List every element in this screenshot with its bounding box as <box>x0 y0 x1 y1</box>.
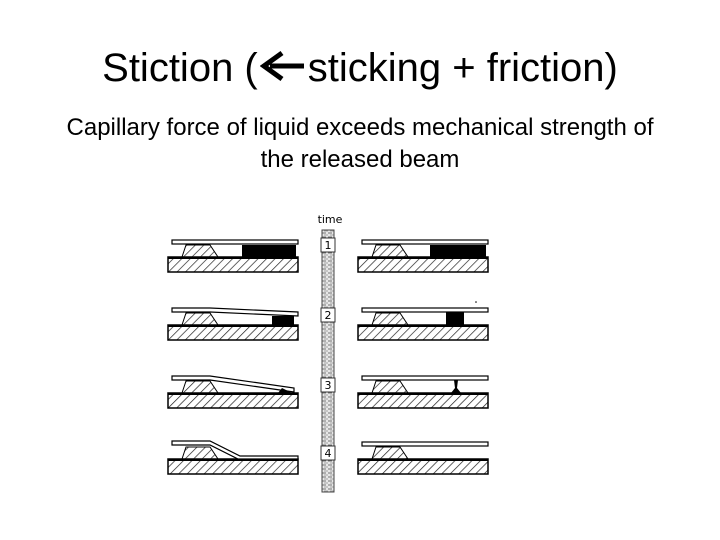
title-suffix: sticking + friction) <box>307 46 618 90</box>
left-stage-3 <box>167 375 299 409</box>
left-stage-1 <box>167 239 299 273</box>
slide-subtitle: Capillary force of liquid exceeds mechan… <box>66 114 654 173</box>
time-step-4: 4 <box>320 445 336 461</box>
svg-text:1: 1 <box>325 239 332 252</box>
time-axis-label: time <box>317 213 343 226</box>
right-stage-2 <box>357 301 489 341</box>
right-stage-1 <box>357 239 489 273</box>
svg-text:2: 2 <box>325 309 332 322</box>
time-step-3: 3 <box>320 377 336 393</box>
time-ruler <box>321 229 335 493</box>
left-stage-4 <box>167 440 299 475</box>
left-stage-2 <box>167 307 299 341</box>
right-stage-3 <box>357 375 489 409</box>
time-step-2: 2 <box>320 307 336 323</box>
svg-text:4: 4 <box>325 447 332 460</box>
right-stage-4 <box>357 441 489 475</box>
time-step-1: 1 <box>320 237 336 253</box>
stiction-sequence-figure: 1 2 3 4 <box>167 229 489 493</box>
stiction-diagram: time 1 2 3 4 <box>160 212 500 502</box>
title-prefix: Stiction ( <box>102 46 258 90</box>
slide-title: Stiction ( sticking + friction) <box>0 40 720 98</box>
svg-text:3: 3 <box>325 379 332 392</box>
left-arrow-icon <box>259 42 306 98</box>
